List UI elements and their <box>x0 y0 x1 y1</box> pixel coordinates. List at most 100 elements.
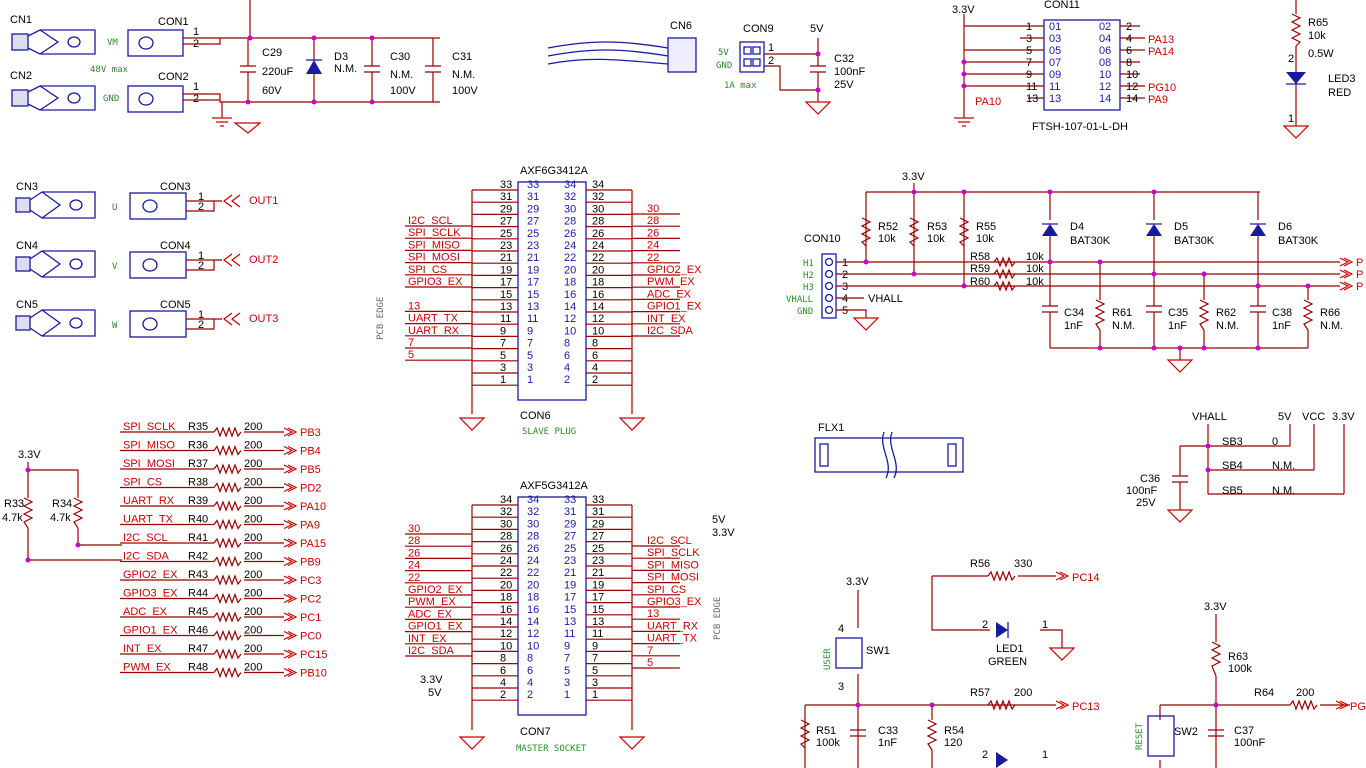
r63-label: R63 <box>1228 651 1248 663</box>
con6-right-signal: 22 <box>647 252 659 264</box>
port-arrow-icon <box>283 649 298 659</box>
con6-left-signal: I2C_SCL <box>408 215 453 227</box>
led1-color: GREEN <box>988 656 1027 668</box>
ground-arrow-icon <box>1166 509 1194 523</box>
con7-5v-right: 5V <box>712 514 726 526</box>
ground-arrow-icon <box>1282 125 1310 139</box>
c34-value: 1nF <box>1064 320 1083 332</box>
con2-pin1: 1 <box>193 81 199 93</box>
port-arrow-icon <box>283 593 298 604</box>
port-arrow-icon <box>1339 257 1354 291</box>
r33-value: 4.7k <box>2 512 23 524</box>
con7-pin-right: 25 <box>592 543 604 555</box>
pc14-label: PC14 <box>1072 572 1100 584</box>
r51-value: 100k <box>816 737 840 749</box>
series-resistor-value: 200 <box>244 495 262 507</box>
con4-pin2: 2 <box>198 260 204 272</box>
series-signal: SPI_MISO <box>123 440 175 452</box>
con6-left-signal: UART_RX <box>408 325 460 337</box>
con11-right-pin: 12 <box>1126 81 1138 93</box>
con6-pin-inner-left: 1 <box>527 374 533 386</box>
con6-right-signal: PWM_EX <box>647 276 695 288</box>
series-resistor-label: R38 <box>188 477 208 489</box>
con11-label: CON11 <box>1044 0 1080 11</box>
con6-pin-inner-right: 14 <box>564 301 576 313</box>
con7-pin-inner-left: 4 <box>527 677 533 689</box>
con7-pin-left: 22 <box>500 567 512 579</box>
con11-inner-right: 04 <box>1099 33 1111 45</box>
series-port: PB3 <box>300 427 321 439</box>
con6-right-signal: GPIO1_EX <box>647 301 702 313</box>
ps-5v: 5V <box>1278 411 1292 423</box>
cn1-terminal-icon <box>11 29 96 55</box>
d6-diode-icon <box>1250 224 1266 236</box>
r59-label: R59 <box>970 263 990 275</box>
c37-value: 100nF <box>1234 737 1265 749</box>
con7-pin-inner-right: 7 <box>564 653 570 665</box>
con6-pin-right: 16 <box>592 289 604 301</box>
con1-hole-icon <box>138 36 154 50</box>
con11-inner-right: 06 <box>1099 45 1111 57</box>
con7-pin-inner-left: 18 <box>527 592 539 604</box>
ps-3v3: 3.3V <box>1332 411 1355 423</box>
led3-section: R65 10k 0.5W LED3 RED 2 1 <box>1282 0 1356 139</box>
series-signal: I2C_SDA <box>123 551 170 563</box>
sw1-switch-icon[interactable] <box>835 637 863 669</box>
con10-pin: 4 <box>842 293 848 305</box>
con6-pin-left: 7 <box>500 338 506 350</box>
ground-arrow-icon <box>233 122 262 134</box>
cn3-label: CN3 <box>16 181 38 193</box>
con11-inner-right: 12 <box>1099 81 1111 93</box>
con7-pin-left: 6 <box>500 665 506 677</box>
con7-left-signal: 28 <box>408 535 420 547</box>
port-arrow-icon <box>1335 700 1350 710</box>
r64-label: R64 <box>1254 687 1274 699</box>
resistor-icon <box>213 463 242 475</box>
sw1-pin3: 3 <box>838 681 844 693</box>
con7-left-signal: INT_EX <box>408 633 447 645</box>
port-arrow-icon <box>283 538 298 548</box>
series-port: PA10 <box>300 501 326 513</box>
con7-box <box>517 496 587 716</box>
series-resistor-label: R45 <box>188 606 208 618</box>
con9-box <box>739 41 765 73</box>
led2-pin2: 2 <box>982 749 988 761</box>
series-port: PA15 <box>300 538 326 550</box>
d3-value: N.M. <box>334 63 357 75</box>
sw2-switch-icon[interactable] <box>1147 715 1175 757</box>
con1-box <box>127 29 184 57</box>
series-resistor-icons <box>993 256 1016 292</box>
con11-left-pin: 13 <box>1026 93 1038 105</box>
con6-pin-right: 30 <box>592 203 604 215</box>
c30-value: N.M. <box>390 69 413 81</box>
con6-pin-inner-right: 34 <box>564 179 576 191</box>
terminal-block-box <box>129 310 187 338</box>
port-arrow-icon <box>283 575 298 585</box>
r52-label: R52 <box>878 221 898 233</box>
con6-pin-left: 3 <box>500 362 506 374</box>
con10-pin: 1 <box>842 257 848 269</box>
con6-left-signal: SPI_MISO <box>408 239 460 251</box>
con7-left-signal: I2C_SDA <box>408 645 455 657</box>
hall-h1: H1 <box>803 259 814 269</box>
resistor-icon <box>213 537 242 549</box>
con7-pin-inner-left: 14 <box>527 616 539 628</box>
pg-label: PG <box>1350 701 1366 713</box>
sw1-pin4: 4 <box>838 623 844 635</box>
hall-port-1: P <box>1356 257 1363 269</box>
port-arrow-icon <box>283 612 298 622</box>
d5-label: D5 <box>1174 221 1188 233</box>
resistor-icon <box>213 518 242 531</box>
sw2-reset: RESET <box>1135 722 1145 750</box>
terminal-block-box <box>129 192 187 220</box>
con6-pin-inner-left: 7 <box>527 338 533 350</box>
con5-pin2: 2 <box>198 319 204 331</box>
c29-value: 220uF <box>262 66 293 78</box>
con11-inner-right: 02 <box>1099 21 1111 33</box>
led2-pin1: 1 <box>1042 749 1048 761</box>
series-signal: GPIO2_EX <box>123 569 178 581</box>
con11-inner-left: 07 <box>1049 57 1061 69</box>
con6-pin-right: 34 <box>592 179 604 191</box>
hall-port-3: P <box>1356 281 1363 293</box>
sr-3v3: 3.3V <box>18 449 41 461</box>
